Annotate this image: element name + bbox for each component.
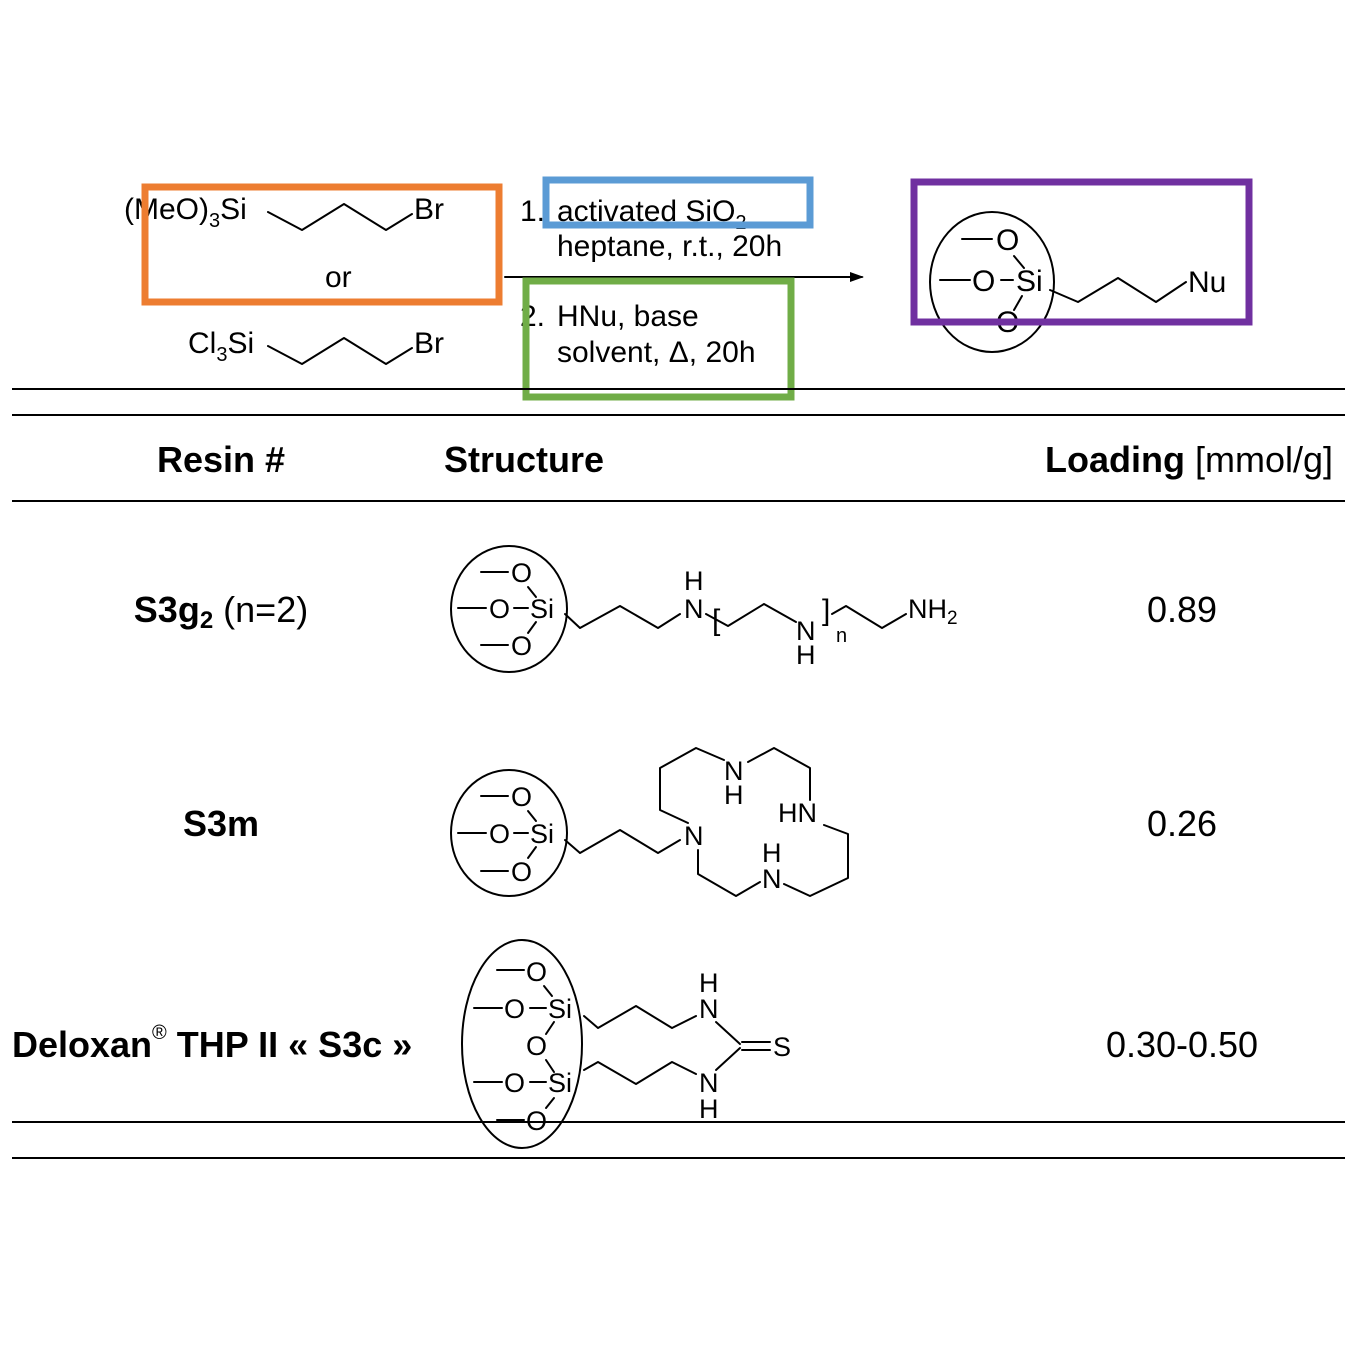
nitrogen-label: N [699, 994, 719, 1024]
step1-conditions: 1. activated SiO2 heptane, r.t., 20h [520, 195, 782, 263]
nitrogen-label: N [762, 864, 782, 894]
oxygen-label: O [511, 857, 532, 887]
ethylene-unit [705, 603, 797, 627]
or-label: or [325, 261, 352, 294]
header-loading: Loading [mmol/g] [1045, 439, 1333, 480]
thiourea-bond [715, 1021, 741, 1045]
step2-line2: solvent, Δ, 20h [557, 336, 756, 369]
table-row: S3m O O Si O N N H HN [183, 747, 1217, 897]
propyl-chain [267, 203, 413, 231]
resin-name: S3m [183, 803, 259, 844]
loading-value: 0.30-0.50 [1106, 1024, 1258, 1065]
thiourea-bond [715, 1047, 741, 1071]
oxygen-label: O [504, 994, 525, 1024]
hydrogen-label: H [684, 566, 704, 596]
step2-line1: HNu, base [557, 300, 699, 333]
ring-bond [697, 849, 761, 897]
propyl-linker [583, 1061, 697, 1085]
product-silica-nucleophile: O O Si O Nu [929, 211, 1226, 353]
oxygen-label: O [526, 1106, 547, 1136]
bracket-right: ] [822, 594, 830, 627]
loading-value: 0.89 [1147, 589, 1217, 630]
resin-name: S3g2 (n=2) [134, 589, 308, 634]
structure-thiourea: O O Si O O Si O N H N [461, 939, 791, 1149]
header-structure: Structure [444, 439, 604, 480]
oxygen-label: O [511, 631, 532, 661]
silicon-label: Si [548, 1068, 572, 1098]
reaction-scheme: (MeO)3Si Br or Cl3Si Br 1. activated SiO… [124, 176, 1253, 401]
oxygen-label: O [511, 558, 532, 588]
step2-conditions: 2. HNu, base solvent, Δ, 20h [520, 300, 756, 369]
hydrogen-label: H [762, 838, 782, 868]
silicon-label: Si [548, 994, 572, 1024]
repeat-n-label: n [836, 625, 847, 647]
resin-name: Deloxan® THP II « S3c » [12, 1022, 412, 1065]
hydrogen-label: H [699, 968, 719, 998]
bromine-label: Br [414, 327, 444, 360]
silica-particle [929, 211, 1055, 353]
propyl-linker [564, 605, 681, 629]
oxygen-label: O [504, 1068, 525, 1098]
oxygen-label: O [972, 265, 995, 298]
oxygen-label: O [489, 594, 510, 624]
ring-bond [659, 747, 725, 824]
highlight-box-activated-silica [542, 176, 814, 229]
silica-particle [461, 939, 583, 1149]
oxygen-label: O [511, 782, 532, 812]
reagent-trimethoxysilylpropyl-bromide: (MeO)3Si Br [124, 193, 444, 232]
silica-particle [450, 769, 568, 897]
highlight-box-step2 [522, 277, 795, 401]
step1-number: 1. [520, 195, 545, 228]
oxygen-label: O [996, 224, 1019, 257]
structure-polyamine: O O Si O N H [ N H ] n NH2 [450, 545, 958, 673]
hydrogen-label: H [699, 1094, 719, 1124]
reagent1-label: (MeO)3Si [124, 193, 247, 232]
propyl-linker [583, 1005, 697, 1029]
loading-value: 0.26 [1147, 803, 1217, 844]
nitrogen-label: N [684, 594, 704, 624]
structure-cyclam: O O Si O N N H HN N H [450, 747, 849, 897]
highlight-box-product [910, 178, 1253, 326]
oxygen-label: O [526, 1031, 547, 1061]
ring-bond [783, 824, 849, 897]
nitrogen-label: N [796, 616, 816, 646]
table-row: Deloxan® THP II « S3c » O O Si O O Si [12, 939, 1258, 1149]
header-resin: Resin # [157, 439, 285, 480]
silica-particle [450, 545, 568, 673]
sulfur-label: S [773, 1032, 791, 1062]
silicon-label: Si [530, 594, 554, 624]
amine-label: NH2 [908, 594, 958, 629]
reagent-trichlorosilylpropyl-bromide: Cl3Si Br [188, 327, 444, 366]
highlight-box-reagents [141, 183, 503, 306]
step1-line2: heptane, r.t., 20h [557, 230, 782, 263]
nucleophile-label: Nu [1188, 266, 1226, 299]
table-row: S3g2 (n=2) O O Si O N H [ N H ] [134, 545, 1217, 673]
bromine-label: Br [414, 193, 444, 226]
nitrogen-label: N [699, 1068, 719, 1098]
oxygen-label: O [489, 819, 510, 849]
ring-bond [747, 747, 811, 801]
nitrogen-label: N [684, 821, 704, 851]
silicon-label: Si [530, 819, 554, 849]
nh-label: HN [778, 798, 817, 828]
oxygen-label: O [526, 957, 547, 987]
propyl-chain [267, 337, 413, 365]
propyl-linker [1049, 277, 1187, 303]
propyl-linker [564, 829, 681, 854]
nitrogen-label: N [724, 756, 744, 786]
silicon-label: Si [1016, 265, 1043, 298]
hydrogen-label: H [796, 640, 816, 670]
reagent2-label: Cl3Si [188, 327, 254, 366]
resin-table: Resin # Structure Loading [mmol/g] S3g2 … [12, 388, 1345, 1159]
ethylene-unit [831, 605, 907, 629]
hydrogen-label: H [724, 780, 744, 810]
